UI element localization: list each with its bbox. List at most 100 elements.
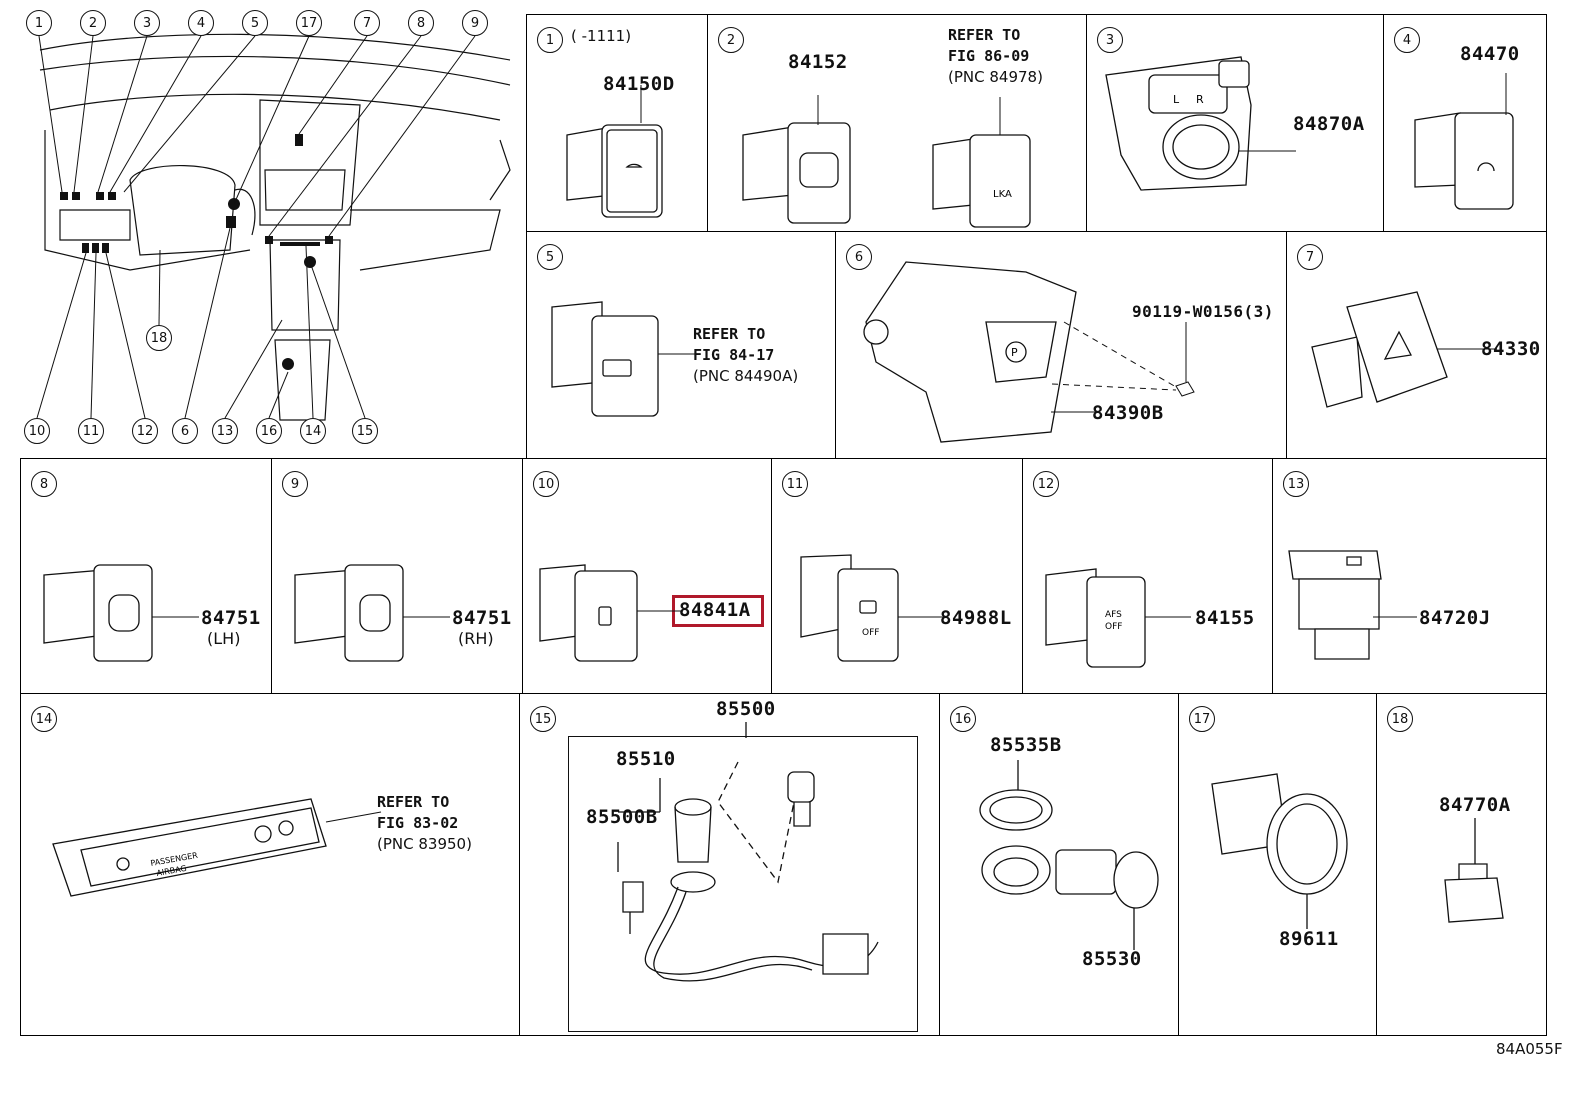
dashboard-illustration <box>20 10 520 450</box>
part-number: 84152 <box>788 51 848 73</box>
callout-13: 13 <box>212 418 238 444</box>
panel-11: 11 84988L OFF <box>771 458 1023 694</box>
figure-code: 84A055F <box>1496 1040 1563 1058</box>
panel-9: 9 84751 (RH) <box>271 458 523 694</box>
callout-4: 4 <box>188 10 214 36</box>
panel-number: 18 <box>1387 706 1413 732</box>
part-number-cap: 85535B <box>990 734 1062 756</box>
callout-14: 14 <box>300 418 326 444</box>
afs-text: AFS <box>1105 610 1122 620</box>
callout-6: 6 <box>172 418 198 444</box>
engine-start-button-drawing <box>1207 764 1357 929</box>
panel-number: 6 <box>846 244 872 270</box>
callout-10: 10 <box>24 418 50 444</box>
part-number: 84150D <box>603 73 675 95</box>
part-number-outer: 85500 <box>716 698 776 720</box>
serial-range-note: ( -1111) <box>571 27 632 45</box>
panel-number: 2 <box>718 27 744 53</box>
panel-number: 9 <box>282 471 308 497</box>
callout-8: 8 <box>408 10 434 36</box>
part-number-socket: 85530 <box>1082 948 1142 970</box>
panel-number: 15 <box>530 706 556 732</box>
power-outlet-wiring-drawing <box>568 722 916 1022</box>
panel-number: 10 <box>533 471 559 497</box>
refer-to-note: REFER TO FIG 83-02(PNC 83950) <box>377 793 472 853</box>
part-number-highlighted: 84841A <box>679 599 751 621</box>
switch-drawings: LKA <box>738 105 1078 230</box>
part-number: 84720J <box>1419 607 1491 629</box>
part-number: 84751 <box>201 607 261 629</box>
panel-number: 12 <box>1033 471 1059 497</box>
callout-1: 1 <box>26 10 52 36</box>
off-text: OFF <box>862 628 879 638</box>
part-number: 84155 <box>1195 607 1255 629</box>
panel-6: 6 90119-W0156(3) 84390B P <box>835 231 1287 459</box>
parking-p-glyph: P <box>1011 346 1018 359</box>
panel-1: 1 ( -1111) 84150D <box>526 14 708 232</box>
callout-3: 3 <box>134 10 160 36</box>
panel-15: 15 85500 85510 85500B <box>519 693 940 1036</box>
panel-number: 8 <box>31 471 57 497</box>
part-number: 84751 <box>452 607 512 629</box>
panel-number: 14 <box>31 706 57 732</box>
side-label: (RH) <box>458 629 494 648</box>
panel-number: 1 <box>537 27 563 53</box>
panel-number: 16 <box>950 706 976 732</box>
callout-11: 11 <box>78 418 104 444</box>
parking-sensor-switch-drawing <box>547 292 697 442</box>
seat-heater-switch-lh-drawing <box>39 555 209 675</box>
panel-number: 17 <box>1189 706 1215 732</box>
panel-13: 13 84720J <box>1272 458 1547 694</box>
callout-leader-lines <box>0 0 520 450</box>
accessory-socket-drawing <box>966 760 1176 950</box>
part-number: 89611 <box>1279 928 1339 950</box>
panel-number: 7 <box>1297 244 1323 270</box>
afs-off-switch-drawing: AFS OFF <box>1041 559 1201 669</box>
panel-17: 17 89611 <box>1178 693 1377 1036</box>
headlamp-cleaner-switch-drawing <box>557 105 697 225</box>
panel-18: 18 84770A <box>1376 693 1547 1036</box>
vsc-off-switch-drawing: OFF <box>796 551 956 671</box>
callout-5: 5 <box>242 10 268 36</box>
callout-18: 18 <box>146 325 172 351</box>
parking-brake-switch-drawing: P <box>846 252 1276 452</box>
panel-2: 2 84152 REFER TO FIG 86-09(PNC 84978) LK… <box>707 14 1087 232</box>
callout-15: 15 <box>352 418 378 444</box>
panel-8: 8 84751 (LH) <box>20 458 272 694</box>
assembly-frame <box>568 736 918 1032</box>
afs-off-text: OFF <box>1105 622 1122 632</box>
sensor-drawing <box>1437 818 1517 928</box>
left-label: L <box>1173 93 1180 106</box>
callout-9: 9 <box>462 10 488 36</box>
panel-number: 5 <box>537 244 563 270</box>
refer-to-note: REFER TO FIG 86-09(PNC 84978) <box>948 26 1043 86</box>
panel-number: 11 <box>782 471 808 497</box>
part-number: 84470 <box>1460 43 1520 65</box>
panel-10: 10 84841A <box>522 458 772 694</box>
seat-heater-switch-rh-drawing <box>290 555 460 675</box>
fuel-lid-switch-drawing <box>535 559 695 669</box>
refer-to-note: REFER TO FIG 84-17(PNC 84490A) <box>693 325 799 385</box>
panel-14: 14 REFER TO FIG 83-02(PNC 83950) PASSENG… <box>20 693 520 1036</box>
callout-2: 2 <box>80 10 106 36</box>
panel-number: 13 <box>1283 471 1309 497</box>
part-number: 84390B <box>1092 402 1164 424</box>
callout-12: 12 <box>132 418 158 444</box>
passenger-airbag-indicator-drawing: PASSENGER AIRBAG <box>51 784 381 914</box>
panel-7: 7 84330 <box>1286 231 1547 459</box>
panel-16: 16 85535B 85530 <box>939 693 1179 1036</box>
callout-16: 16 <box>256 418 282 444</box>
lka-text: LKA <box>993 189 1012 200</box>
panel-12: 12 84155 AFS OFF <box>1022 458 1273 694</box>
panel-number: 3 <box>1097 27 1123 53</box>
callout-17: 17 <box>296 10 322 36</box>
side-label: (LH) <box>207 629 241 648</box>
part-number: 84988L <box>940 607 1012 629</box>
part-number: 84770A <box>1439 794 1511 816</box>
mirror-switch-drawing: L R <box>1101 45 1291 215</box>
bolt-part-number: 90119-W0156(3) <box>1132 302 1274 321</box>
panel-number: 4 <box>1394 27 1420 53</box>
part-number: 84330 <box>1481 338 1541 360</box>
panel-5: 5 REFER TO FIG 84-17(PNC 84490A) <box>526 231 836 459</box>
panel-4: 4 84470 <box>1383 14 1547 232</box>
